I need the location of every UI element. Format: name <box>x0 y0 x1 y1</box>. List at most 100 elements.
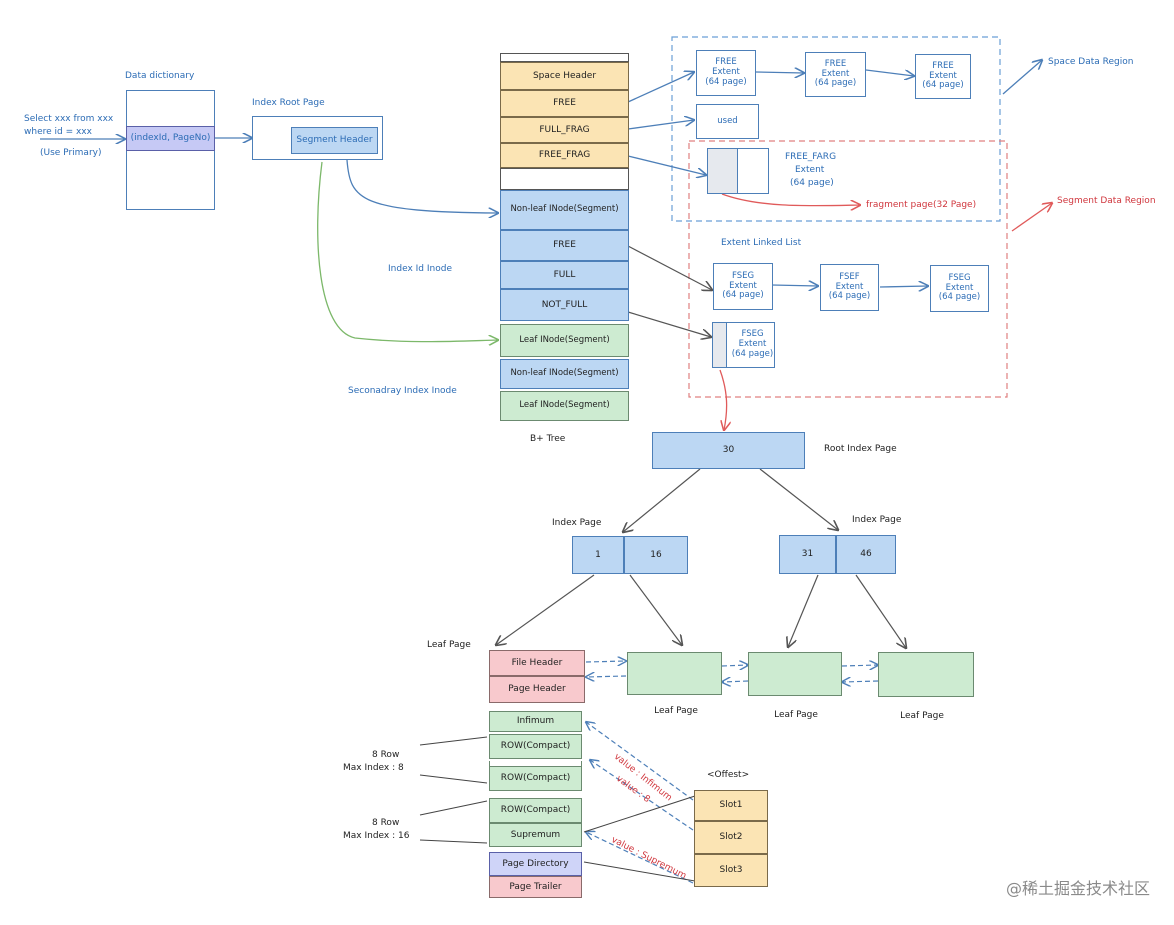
directory-to-slot <box>583 861 696 882</box>
free-extent-3-pages: (64 page) <box>922 80 964 91</box>
fsef-extent-2-name: FSEF <box>839 271 860 282</box>
fsef-extent-2-word: Extent <box>835 281 864 292</box>
query-line-2: where id = xxx <box>24 127 92 137</box>
group-2-max-index: Max Index : 16 <box>343 831 410 841</box>
inode-free-list: FREE <box>500 230 629 261</box>
root-left-edge <box>623 468 701 532</box>
index-page-left-key-1: 1 <box>572 536 624 574</box>
supremum-to-slot <box>583 795 696 833</box>
page-header: Page Header <box>489 676 585 703</box>
left-left-edge <box>496 574 595 645</box>
secondary-index-inode-label: Seconadray Index Inode <box>348 386 457 396</box>
fseg-extent-4-name: FSEG <box>741 329 764 340</box>
free-extent-1: FREE Extent (64 page) <box>696 50 756 96</box>
page-trailer: Page Trailer <box>489 876 582 898</box>
left-right-edge <box>629 574 682 645</box>
fseg-extent-3-pages: (64 page) <box>938 292 981 303</box>
data-dictionary-entry: (indexId, PageNo) <box>126 126 215 151</box>
query-line-3: (Use Primary) <box>40 148 102 158</box>
group-1-line-bottom <box>419 774 488 784</box>
leaf-link-3-fwd <box>841 665 878 666</box>
free-farg-pages: (64 page) <box>790 178 834 188</box>
leaf-link-1-back <box>586 676 627 677</box>
space-region-outline <box>671 36 1001 222</box>
free-arrow <box>627 72 694 103</box>
fseg-extent-3-word: Extent <box>945 282 974 293</box>
free-farg-name: FREE_FARG <box>785 152 837 162</box>
slot-1: Slot1 <box>694 790 768 821</box>
index-page-left-key-2: 16 <box>624 536 688 574</box>
leaf-page-2 <box>627 652 722 695</box>
free-farg-used-part <box>707 148 738 194</box>
leaf-inode-1: Leaf INode(Segment) <box>500 324 629 357</box>
data-dictionary-title: Data dictionary <box>125 71 195 81</box>
leaf-link-3-back <box>842 681 879 682</box>
page-directory-offset-title: <Offest> <box>707 770 750 780</box>
space-region-pointer <box>1002 60 1042 95</box>
group-2-rows: 8 Row <box>372 818 400 828</box>
supremum-record: Supremum <box>489 823 582 847</box>
index-id-inode-label: Index Id Inode <box>388 264 452 274</box>
fseg-extent-4-pages: (64 page) <box>731 348 774 359</box>
space-header: Space Header <box>500 62 629 90</box>
leaf-link-2-fwd <box>721 665 748 666</box>
index-page-right-key-2: 46 <box>836 535 896 574</box>
nonleaf-inode-1: Non-leaf INode(Segment) <box>500 190 629 230</box>
watermark: @稀土掘金技术社区 <box>1005 879 1150 898</box>
fseg-extent-1-word: Extent <box>729 280 757 291</box>
fragment-page-label: fragment page(32 Page) <box>866 200 977 210</box>
segment-header-green-arrow <box>317 161 498 342</box>
free-extent-2-name: FREE <box>824 58 847 69</box>
free-extent-3-name: FREE <box>932 60 954 71</box>
space-data-region-title: Space Data Region <box>1048 57 1134 67</box>
inode-not-full-list: NOT_FULL <box>500 289 629 321</box>
free-frag-arrow <box>627 155 706 175</box>
list-free-arrow <box>627 245 712 290</box>
segment-header-arrow <box>346 159 498 213</box>
free-extent-link-1 <box>755 72 804 73</box>
nonleaf-inode-2: Non-leaf INode(Segment) <box>500 359 629 389</box>
extent-to-root-arrow <box>719 369 727 430</box>
slot2-pointer <box>590 760 694 831</box>
right-left-edge <box>788 574 819 647</box>
free-extent-1-word: Extent <box>712 67 740 78</box>
free-extent-2-word: Extent <box>821 68 850 79</box>
extent-linked-list-title: Extent Linked List <box>721 238 802 248</box>
leaf-page-label-main: Leaf Page <box>427 640 471 650</box>
leaf-link-2-back <box>722 681 749 682</box>
btree-caption: B+ Tree <box>530 434 566 444</box>
index-page-label-left: Index Page <box>552 518 602 528</box>
fseg-extent-1: FSEG Extent (64 page) <box>713 263 773 310</box>
index-page-right-key-1: 31 <box>779 535 836 574</box>
root-right-edge <box>759 468 838 530</box>
segment-region-pointer <box>1011 203 1052 232</box>
group-2-line-bottom <box>419 839 488 844</box>
row-gap <box>489 761 582 766</box>
segment-data-region-title: Segment Data Region <box>1057 196 1156 206</box>
row-compact-3: ROW(Compact) <box>489 798 582 823</box>
fragment-page-arrow <box>721 193 860 206</box>
right-right-edge <box>855 574 906 648</box>
leaf-page-2-label: Leaf Page <box>654 706 698 716</box>
free-extent-1-name: FREE <box>715 57 737 68</box>
fseg-extent-1-name: FSEG <box>731 270 755 281</box>
file-header: File Header <box>489 650 585 676</box>
free-extent-2-pages: (64 page) <box>814 78 857 89</box>
free-list: FREE <box>500 90 629 117</box>
fsef-extent-2-pages: (64 page) <box>828 291 871 302</box>
group-1-max-index: Max Index : 8 <box>343 763 404 773</box>
leaf-link-1-fwd <box>585 661 626 662</box>
fseg-extent-4-word: Extent <box>738 339 767 350</box>
leaf-inode-2: Leaf INode(Segment) <box>500 391 629 421</box>
fsef-extent-2: FSEF Extent (64 page) <box>820 264 879 311</box>
root-index-page: 30 <box>652 432 805 469</box>
leaf-page-3-label: Leaf Page <box>774 710 818 720</box>
group-2-line-top <box>419 800 488 816</box>
list-not-full-arrow <box>627 311 711 337</box>
index-root-page-title: Index Root Page <box>252 98 325 108</box>
leaf-page-4-label: Leaf Page <box>900 711 944 721</box>
leaf-page-3 <box>748 652 842 696</box>
free-frag-list: FREE_FRAG <box>500 143 629 168</box>
index-page-label-right: Index Page <box>852 515 902 525</box>
